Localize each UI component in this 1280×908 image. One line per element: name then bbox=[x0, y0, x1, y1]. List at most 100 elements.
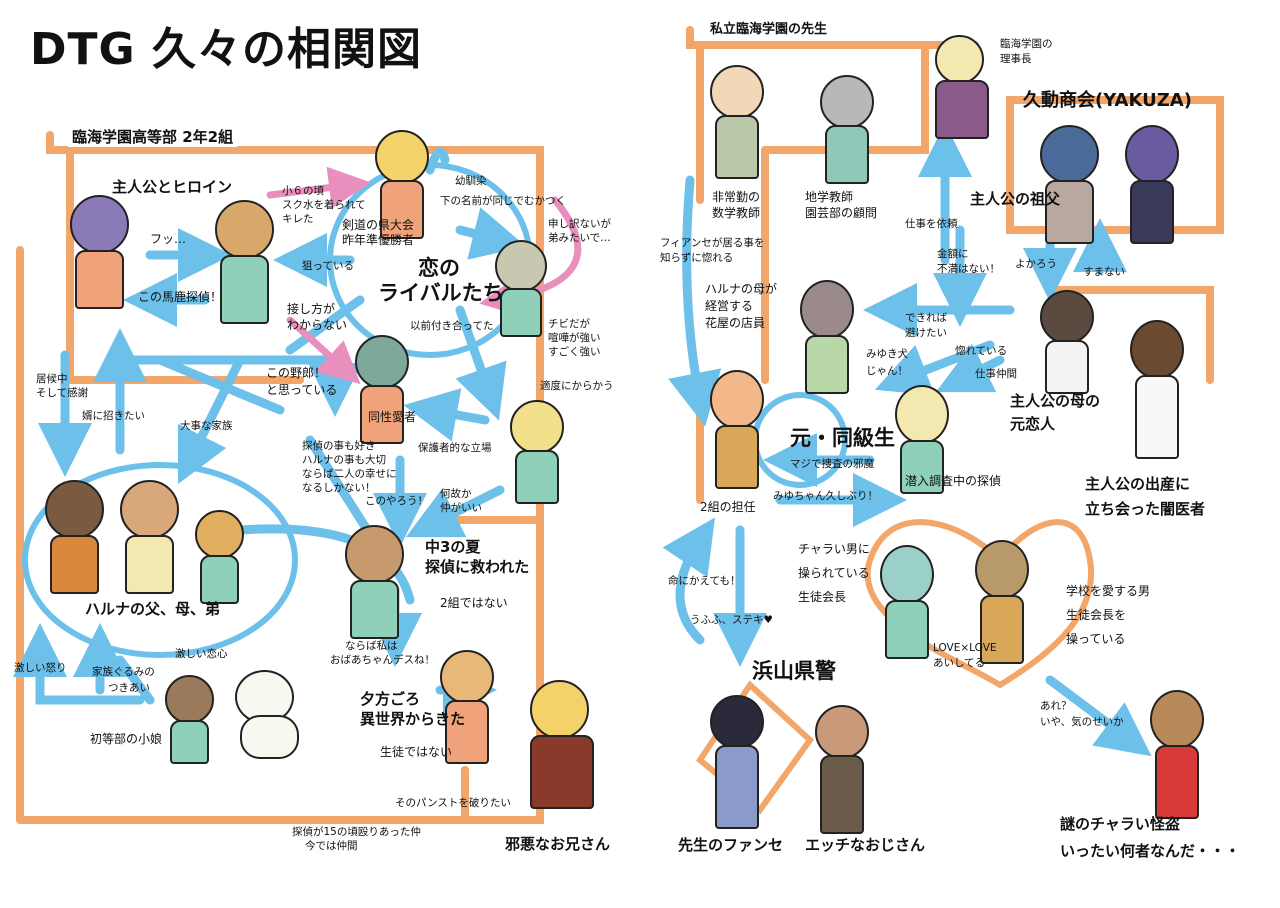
caption-not-class2: 2組ではない bbox=[440, 596, 508, 610]
rel-guardian: 保護者的な立場 bbox=[418, 442, 492, 454]
rel-childhood-3: キレた bbox=[282, 213, 314, 225]
group-rivals-line2: ライバルたち bbox=[378, 281, 504, 305]
rel-love-detective-4: なるしかない！ bbox=[302, 482, 376, 494]
caption-thief-1: 謎のチャラい怪盗 bbox=[1060, 815, 1180, 833]
rel-money-1: 金額に bbox=[937, 248, 969, 260]
rel-targeting: 狙っている bbox=[302, 260, 354, 272]
caption-fiancee: 先生のファンセ bbox=[678, 836, 784, 854]
rel-chibi-3: すごく強い bbox=[548, 346, 601, 358]
rel-same-name: 下の名前が同じでむかつく bbox=[440, 195, 566, 207]
rel-love-love-2: あいしてる bbox=[933, 657, 986, 669]
caption-thief-2: いったい何者なんだ・・・ bbox=[1060, 842, 1241, 860]
caption-swordsman-1: 剣道の県大会 bbox=[342, 218, 415, 232]
rel-rivals-now-2: 今では仲間 bbox=[305, 840, 358, 852]
caption-lesbian: 同性愛者 bbox=[368, 410, 417, 424]
caption-isekai-2: 異世界からきた bbox=[360, 710, 466, 728]
caption-president-2: 操られている bbox=[798, 566, 870, 580]
rel-yokarou: よかろう bbox=[1015, 258, 1057, 270]
rel-serious-pervert: マジで捜査の邪魔 bbox=[790, 458, 874, 470]
rel-childhood-1: 小６の頃 bbox=[282, 185, 324, 197]
caption-chairman-2: 理事長 bbox=[1000, 53, 1032, 65]
caption-president-1: チャラい男に bbox=[798, 542, 870, 556]
rel-childhood-friend: 幼馴染 bbox=[455, 175, 487, 187]
caption-mother-ex-2: 元恋人 bbox=[1010, 415, 1056, 433]
caption-school-lover-2: 生徒会長を bbox=[1066, 608, 1127, 622]
rel-somehow-2: 仲がいい bbox=[440, 502, 482, 514]
rel-plush-1: 家族ぐるみの bbox=[92, 666, 155, 678]
rel-pantyhose: そのパンストを破りたい bbox=[395, 797, 511, 809]
rel-chibi-2: 喧嘩が強い bbox=[548, 332, 601, 344]
section-teachers: 私立臨海学園の先生 bbox=[706, 22, 832, 39]
caption-undercover: 潜入調査中の探偵 bbox=[905, 474, 1002, 488]
caption-elementary-girl: 初等部の小娘 bbox=[90, 732, 163, 746]
rel-money-2: 不満はない！ bbox=[937, 263, 1000, 275]
rel-idiot: この馬鹿探偵！ bbox=[138, 290, 223, 304]
rel-plush-2: つきあい bbox=[108, 682, 150, 694]
caption-mother-ex-1: 主人公の母の bbox=[1010, 392, 1101, 410]
rel-long-time: みゆちゃん久しぶり！ bbox=[773, 490, 878, 502]
group-rivals-line1: 恋の bbox=[418, 256, 460, 280]
rel-coworker: 仕事仲間 bbox=[975, 368, 1017, 380]
rel-sorry-2: 弟みたいで… bbox=[548, 232, 611, 244]
rel-this-guy-2: と思っている bbox=[266, 383, 338, 397]
caption-not-student: 生徒ではない bbox=[380, 745, 453, 759]
section-yakuza: 久動商会(YAKUZA) bbox=[1023, 90, 1192, 111]
caption-school-lover-1: 学校を愛する男 bbox=[1066, 584, 1151, 598]
rel-childhood-2: スク水を着られて bbox=[282, 199, 366, 211]
caption-homeroom: 2組の担任 bbox=[700, 500, 756, 514]
caption-middle-1: 中3の夏 bbox=[425, 538, 481, 556]
rel-love-love-1: LOVE×LOVE bbox=[933, 642, 997, 654]
rel-love-detective-1: 探偵の事も好き bbox=[302, 440, 376, 452]
caption-parttime-2: 数学教師 bbox=[712, 206, 761, 220]
group-former-classmates: 元・同級生 bbox=[790, 426, 895, 450]
caption-isekai-1: 夕方ごろ bbox=[360, 690, 421, 708]
caption-president-3: 生徒会長 bbox=[798, 590, 847, 604]
rel-sorry-1: 申し訳ないが bbox=[548, 218, 611, 230]
rel-son-in-law: 婿に招きたい bbox=[82, 410, 145, 422]
rel-are-2: いや、気のせいか bbox=[1040, 716, 1124, 728]
caption-ecchi-uncle: エッチなおじさん bbox=[805, 836, 926, 854]
caption-swordsman-2: 昨年準優勝者 bbox=[342, 233, 415, 247]
rel-request: 仕事を依頼 bbox=[905, 218, 958, 230]
caption-middle-2: 探偵に救われた bbox=[425, 558, 530, 576]
rel-ribbon-kids: 激しい恋心 bbox=[175, 648, 228, 660]
page-title: DTG 久々の相関図 bbox=[30, 24, 422, 75]
caption-doctor-2: 立ち会った闇医者 bbox=[1085, 500, 1206, 518]
rel-avoid-2: 避けたい bbox=[905, 327, 947, 339]
group-hero-heroine: 主人公とヒロイン bbox=[112, 178, 233, 196]
rel-are-1: あれ？ bbox=[1040, 700, 1072, 712]
rel-somehow-1: 何故か bbox=[440, 488, 472, 500]
caption-geo-1: 地学教師 bbox=[805, 190, 854, 204]
rel-grandma-2: おばあちゃんデスね！ bbox=[330, 654, 435, 666]
rel-approach-2: わからない bbox=[287, 318, 348, 332]
rel-steki: うふふ、ステキ♥ bbox=[690, 614, 773, 626]
rel-freeloader-2: そして感謝 bbox=[36, 387, 89, 399]
caption-school-lover-3: 操っている bbox=[1066, 632, 1126, 646]
caption-evil-brother: 邪悪なお兄さん bbox=[505, 835, 611, 853]
group-police: 浜山県警 bbox=[752, 659, 836, 683]
rel-family: 大事な家族 bbox=[180, 420, 233, 432]
rel-grandma-1: ならば私は bbox=[345, 640, 398, 652]
rel-fiance-notice-1: フィアンセが居る事を bbox=[660, 237, 765, 249]
caption-parttime-1: 非常勤の bbox=[712, 190, 761, 204]
rel-fu: フッ… bbox=[150, 232, 187, 246]
rel-this-guy-1: この野郎！ bbox=[266, 366, 327, 380]
rel-sumanai: すまない bbox=[1083, 266, 1125, 278]
rel-love-detective-2: ハルナの事も大切 bbox=[302, 454, 386, 466]
rel-miyuki-2: じゃん！ bbox=[866, 365, 908, 377]
rel-ex-dating: 以前付き合ってた bbox=[410, 320, 494, 332]
caption-chairman-1: 臨海学園の bbox=[1000, 38, 1053, 50]
rel-kono: このやろう！ bbox=[365, 495, 428, 507]
section-class-2-2: 臨海学園高等部 2年2組 bbox=[68, 128, 238, 147]
caption-florist-1: ハルナの母が bbox=[705, 282, 778, 296]
rel-approach-1: 接し方が bbox=[287, 302, 336, 316]
caption-florist-2: 経営する bbox=[705, 299, 754, 313]
rel-rivals-now-1: 探偵が15の頃殴りあった仲 bbox=[292, 826, 421, 838]
rel-love-detective-3: ならば二人の幸せに bbox=[302, 468, 397, 480]
group-haruna-family: ハルナの父、母、弟 bbox=[85, 600, 221, 618]
rel-even-life: 命にかえても！ bbox=[668, 575, 741, 587]
rel-freeloader-1: 居候中 bbox=[36, 373, 68, 385]
rel-harsh-anger: 激しい怒り bbox=[14, 662, 67, 674]
caption-florist-3: 花屋の店員 bbox=[705, 316, 766, 330]
